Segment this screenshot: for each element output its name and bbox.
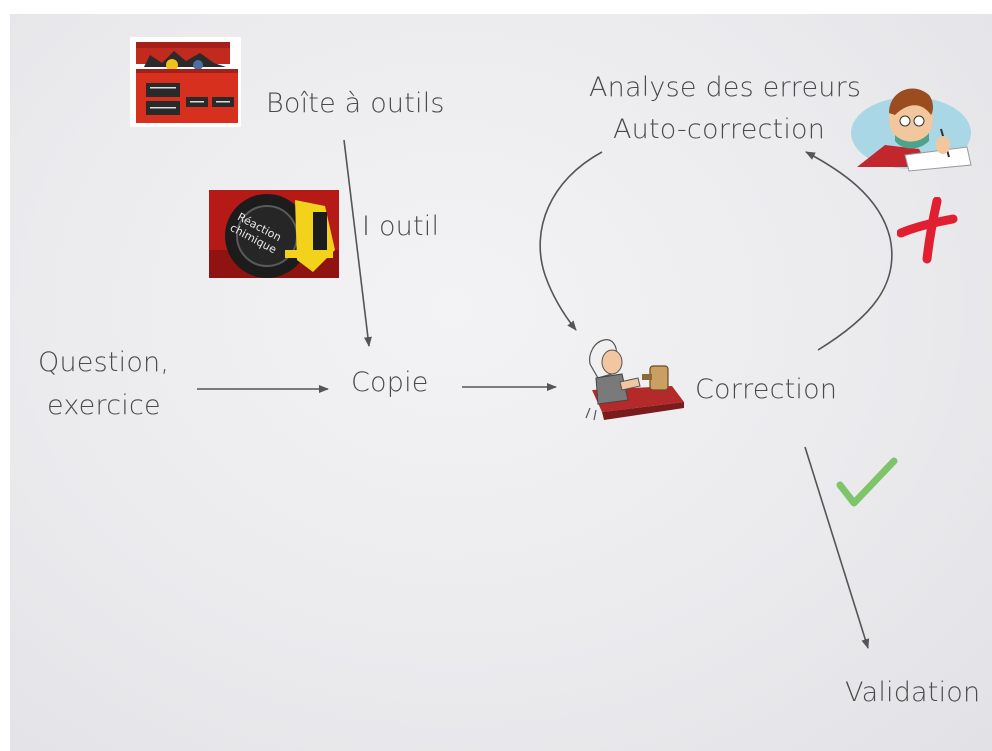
red-cross-icon bbox=[897, 197, 958, 264]
analysis-label-line2: Auto-correction bbox=[613, 114, 826, 145]
one-tool-label: I outil bbox=[362, 211, 440, 242]
slide-background bbox=[10, 14, 992, 751]
green-check-icon bbox=[836, 457, 898, 507]
copy-label: Copie bbox=[351, 367, 429, 398]
question-label-line2: exercice bbox=[47, 390, 161, 421]
judge-teacher-icon bbox=[585, 339, 684, 421]
arrow-toolbox-to-copy bbox=[343, 139, 372, 347]
arrow-correction-to-analysis bbox=[805, 151, 893, 351]
correction-label: Correction bbox=[695, 374, 838, 405]
tape-measure-icon: Réaction chimique bbox=[209, 190, 339, 278]
arrow-correction-to-validation bbox=[804, 446, 870, 649]
toolbox-icon bbox=[130, 37, 241, 127]
student-writing-icon bbox=[851, 88, 972, 172]
question-label-line1: Question, bbox=[38, 347, 170, 378]
toolbox-label: Boîte à outils bbox=[266, 88, 445, 119]
analysis-label-line1: Analyse des erreurs bbox=[589, 72, 862, 103]
validation-label: Validation bbox=[845, 677, 981, 708]
arrow-analysis-to-correction bbox=[539, 151, 603, 331]
